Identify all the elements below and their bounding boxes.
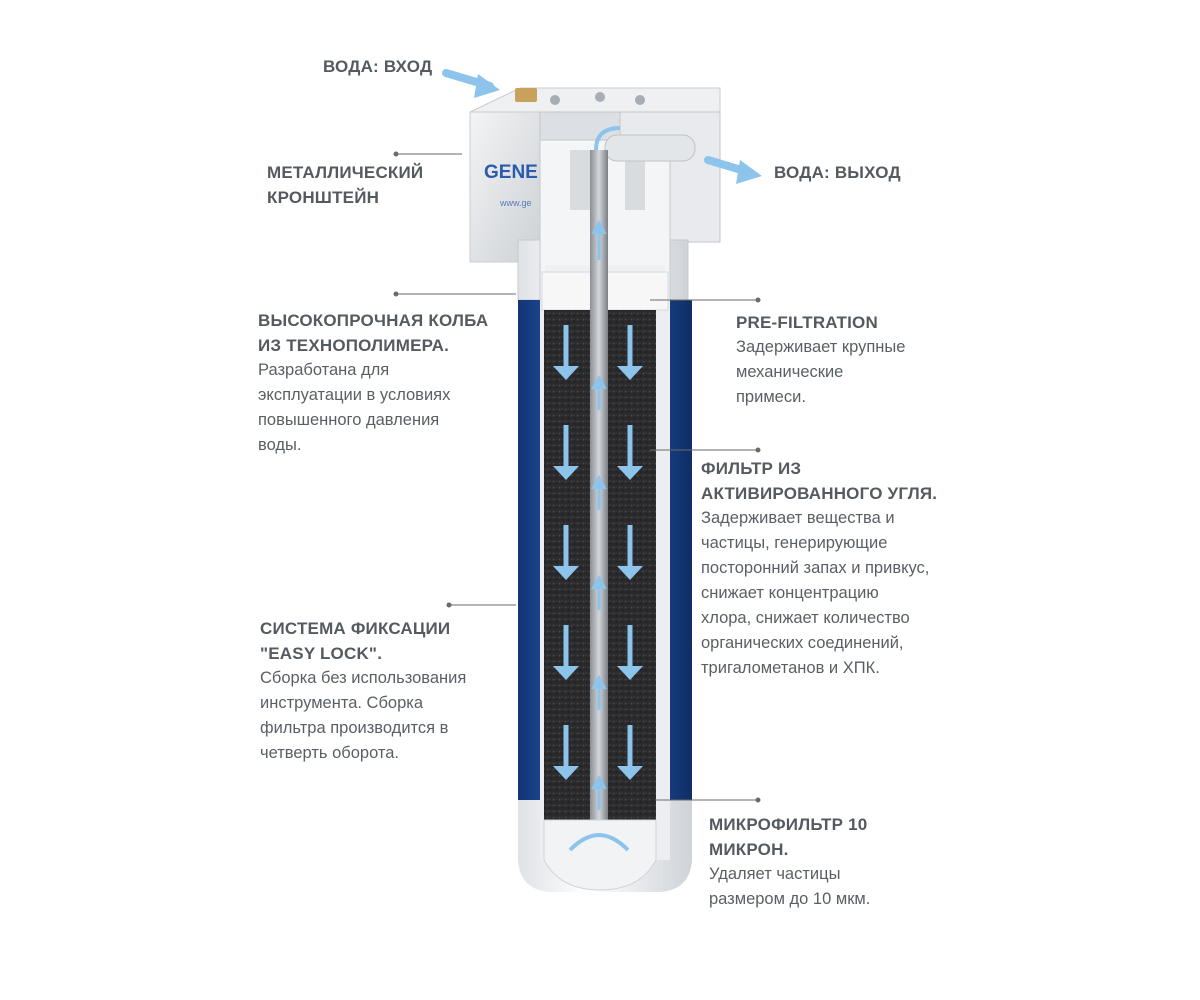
label-easylock-title: СИСТЕМА ФИКСАЦИИ "EASY LOCK". <box>260 619 451 663</box>
flow-up-arrow-icon <box>591 575 607 610</box>
flow-arrows <box>553 220 643 852</box>
brand-logo: GENE <box>484 162 538 183</box>
flow-down-arrow-icon <box>553 525 579 580</box>
flow-down-arrow-icon <box>553 625 579 680</box>
flow-up-arrow-icon <box>591 375 607 410</box>
label-water-out-title: ВОДА: ВЫХОД <box>774 163 901 182</box>
flow-down-arrow-icon <box>617 725 643 780</box>
label-microfilter: МИКРОФИЛЬТР 10 МИКРОН. Удаляет частицы р… <box>709 812 949 912</box>
label-housing-text: Разработана для эксплуатации в условиях … <box>258 361 451 454</box>
label-prefiltration: PRE-FILTRATION Задерживает крупные механ… <box>736 310 976 410</box>
flow-down-arrow-icon <box>553 325 579 380</box>
brand-site: www.ge <box>499 198 532 208</box>
flow-up-arrow-icon <box>591 775 607 810</box>
water-in-arrow-icon <box>442 69 500 98</box>
flow-down-arrow-icon <box>553 725 579 780</box>
label-carbon-title: ФИЛЬТР ИЗ АКТИВИРОВАННОГО УГЛЯ. <box>701 459 938 503</box>
label-housing: ВЫСОКОПРОЧНАЯ КОЛБА ИЗ ТЕХНОПОЛИМЕРА. Ра… <box>258 308 498 458</box>
label-prefiltration-title: PRE-FILTRATION <box>736 313 878 332</box>
label-easylock: СИСТЕМА ФИКСАЦИИ "EASY LOCK". Сборка без… <box>260 616 500 766</box>
flow-up-arrow-icon <box>591 220 607 260</box>
flow-uturn-arrow-icon <box>568 832 630 852</box>
label-water-in: ВОДА: ВХОД <box>323 54 432 79</box>
label-microfilter-text: Удаляет частицы размером до 10 мкм. <box>709 865 871 908</box>
label-carbon: ФИЛЬТР ИЗ АКТИВИРОВАННОГО УГЛЯ. Задержив… <box>701 456 971 681</box>
label-easylock-text: Сборка без использования инструмента. Сб… <box>260 669 467 762</box>
label-water-out: ВОДА: ВЫХОД <box>774 160 901 185</box>
leader-lines <box>393 151 761 803</box>
bottom-cap <box>543 819 657 891</box>
label-housing-title: ВЫСОКОПРОЧНАЯ КОЛБА ИЗ ТЕХНОПОЛИМЕРА. <box>258 311 489 355</box>
label-water-in-title: ВОДА: ВХОД <box>323 57 433 76</box>
water-out-arrow-icon <box>704 156 762 184</box>
flow-down-arrow-icon <box>553 425 579 480</box>
label-bracket-title: МЕТАЛЛИЧЕСКИЙ КРОНШТЕЙН <box>267 163 424 207</box>
label-microfilter-title: МИКРОФИЛЬТР 10 МИКРОН. <box>709 815 868 859</box>
flow-down-arrow-icon <box>617 625 643 680</box>
flow-down-arrow-icon <box>617 325 643 380</box>
flow-down-arrow-icon <box>617 425 643 480</box>
label-carbon-text: Задерживает вещества и частицы, генериру… <box>701 509 930 677</box>
label-bracket: МЕТАЛЛИЧЕСКИЙ КРОНШТЕЙН <box>267 160 423 210</box>
flow-up-arrow-icon <box>591 675 607 710</box>
label-prefiltration-text: Задерживает крупные механические примеси… <box>736 338 906 406</box>
flow-down-arrow-icon <box>617 525 643 580</box>
flow-up-arrow-icon <box>591 475 607 510</box>
